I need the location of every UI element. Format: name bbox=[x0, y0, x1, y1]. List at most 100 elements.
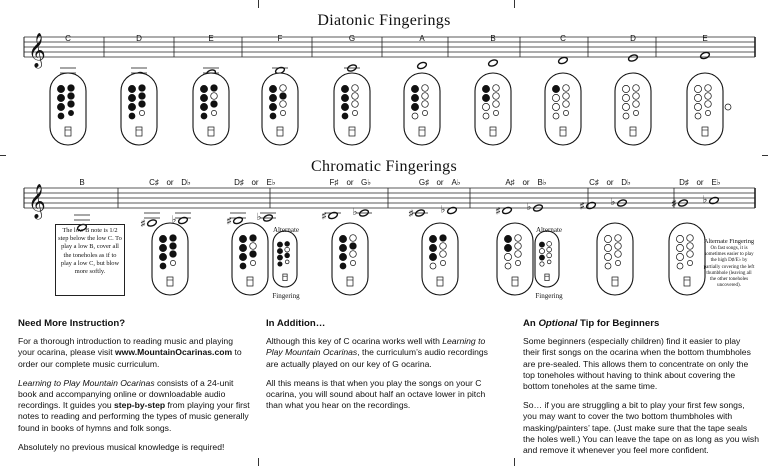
diatonic-ocarina-hole bbox=[57, 94, 65, 102]
diatonic-ocarina-hole bbox=[622, 103, 630, 111]
chromatic-ocarina-hole bbox=[615, 260, 621, 266]
diatonic-ocarina-hole bbox=[562, 84, 570, 92]
chromatic-note-label-or: or bbox=[606, 178, 613, 187]
tip-para-1: Some beginners (especially children) fin… bbox=[523, 336, 751, 392]
alternate-label-2: Alternate bbox=[535, 226, 563, 234]
chromatic-ocarina-hole bbox=[429, 262, 437, 270]
chromatic-treble-clef: 𝄞 bbox=[28, 184, 46, 220]
chromatic-ocarina-hole bbox=[429, 235, 437, 243]
chromatic-ocarina-hole bbox=[429, 244, 437, 252]
tip-section: An Optional Tip for Beginners Some begin… bbox=[523, 318, 759, 464]
instruction-para-1: For a thorough introduction to reading m… bbox=[18, 336, 242, 369]
alternate-fingering-title: Alternate Fingering bbox=[703, 238, 755, 245]
diatonic-ocarina-hole bbox=[341, 85, 349, 93]
chromatic-note bbox=[616, 199, 628, 207]
diatonic-ocarina-hole bbox=[352, 110, 358, 116]
diatonic-ocarina-hole bbox=[482, 112, 490, 120]
chromatic-ocarina-hole bbox=[687, 260, 693, 266]
diatonic-ocarina-hole bbox=[482, 103, 490, 111]
diatonic-ocarina-mouthpiece bbox=[135, 126, 143, 137]
chromatic-ocarina-hole bbox=[614, 242, 622, 250]
diatonic-ocarina-hole bbox=[411, 85, 419, 93]
low-b-note-box: The low B note is 1/2 step below the low… bbox=[55, 224, 125, 296]
chromatic-ocarina-mouthpiece bbox=[436, 276, 444, 287]
chromatic-ocarina-hole bbox=[686, 250, 694, 258]
chromatic-ocarina-hole bbox=[539, 261, 545, 267]
chromatic-ocarina-mouthpiece bbox=[611, 276, 619, 287]
diatonic-ocarina-hole bbox=[622, 112, 630, 120]
addition-para-2: All this means is that when you play the… bbox=[266, 377, 486, 411]
chromatic-ocarina-hole bbox=[429, 253, 437, 261]
chromatic-ocarina-hole bbox=[604, 244, 612, 252]
diatonic-ocarina-hole bbox=[128, 103, 136, 111]
diatonic-ocarina-hole bbox=[57, 112, 65, 120]
diatonic-ocarina-hole bbox=[341, 103, 349, 111]
diatonic-note bbox=[557, 56, 569, 65]
diatonic-note bbox=[346, 64, 358, 72]
diatonic-ocarina-hole bbox=[279, 100, 287, 108]
instruction-para-3: Absolutely no previous musical knowledge… bbox=[18, 441, 225, 452]
chromatic-ocarina-hole bbox=[546, 246, 552, 253]
chromatic-ocarina-hole bbox=[284, 252, 290, 259]
chromatic-ocarina-hole bbox=[284, 259, 290, 265]
fingering-label-1: Fingering bbox=[272, 292, 300, 300]
flat-symbol: ♭ bbox=[353, 207, 358, 218]
chromatic-note bbox=[585, 201, 597, 210]
chromatic-ocarina-hole bbox=[514, 234, 522, 242]
diatonic-ocarina-hole bbox=[211, 110, 217, 116]
addition-heading: In Addition… bbox=[266, 318, 326, 329]
chromatic-note bbox=[677, 199, 689, 207]
chromatic-note-label-or: or bbox=[696, 178, 703, 187]
diatonic-ocarina-hole bbox=[279, 84, 287, 92]
sharp-symbol: ♯ bbox=[227, 216, 232, 226]
chromatic-note-label: A♯ bbox=[505, 178, 514, 187]
diatonic-ocarina-hole bbox=[411, 103, 419, 111]
addition-section: In Addition… Although this key of C ocar… bbox=[266, 318, 490, 419]
chromatic-ocarina-hole bbox=[614, 250, 622, 258]
chromatic-note-label: G♯ bbox=[419, 178, 429, 187]
website-link[interactable]: www.MountainOcarinas.com bbox=[114, 347, 233, 358]
crop-mark bbox=[0, 155, 6, 156]
chromatic-ocarina-hole bbox=[676, 244, 684, 252]
chromatic-ocarina-hole bbox=[350, 260, 356, 266]
chromatic-ocarina-hole bbox=[546, 241, 552, 247]
chromatic-ocarina-hole bbox=[284, 241, 290, 247]
chromatic-ocarina-hole bbox=[339, 235, 347, 243]
chromatic-ocarina-hole bbox=[539, 254, 545, 261]
flat-symbol: ♭ bbox=[703, 195, 708, 206]
diatonic-ocarina-mouthpiece bbox=[489, 126, 497, 137]
chromatic-ocarina-hole bbox=[349, 250, 357, 258]
diatonic-ocarina-hole bbox=[421, 92, 429, 100]
chromatic-ocarina-hole bbox=[239, 262, 247, 270]
tip-para-2: So… if you are struggling a bit to play … bbox=[523, 400, 760, 456]
fingering-label-2: Fingering bbox=[535, 292, 563, 300]
instruction-heading: Need More Instruction? bbox=[18, 318, 126, 329]
diatonic-ocarina-hole bbox=[704, 84, 712, 92]
chromatic-note bbox=[358, 209, 370, 217]
sharp-symbol: ♯ bbox=[580, 201, 585, 211]
chromatic-ocarina-hole bbox=[249, 250, 257, 258]
chromatic-note-label-or: or bbox=[166, 178, 173, 187]
chromatic-ocarina-hole bbox=[504, 235, 512, 243]
diatonic-ocarina-hole bbox=[57, 103, 65, 111]
chromatic-note bbox=[414, 209, 426, 217]
chromatic-note-label: E♭ bbox=[711, 178, 720, 187]
chromatic-ocarina-hole bbox=[170, 260, 176, 266]
instruction-para-2: Learning to Play Mountain Ocarinas consi… bbox=[18, 377, 250, 433]
tip-heading: An Optional Tip for Beginners bbox=[523, 318, 660, 329]
chromatic-ocarina-hole bbox=[277, 248, 283, 255]
chromatic-ocarina-mouthpiece bbox=[166, 276, 174, 287]
diatonic-ocarina-hole bbox=[67, 92, 75, 100]
crop-mark bbox=[258, 0, 259, 8]
alternate-label-1: Alternate bbox=[272, 226, 300, 234]
chromatic-ocarina-hole bbox=[439, 242, 447, 250]
diatonic-ocarina-hole bbox=[421, 100, 429, 108]
crop-mark bbox=[258, 458, 259, 466]
crop-mark bbox=[514, 0, 515, 8]
diatonic-ocarina-hole bbox=[482, 85, 490, 93]
diatonic-ocarina-hole bbox=[704, 92, 712, 100]
chromatic-ocarina-hole bbox=[249, 234, 257, 242]
diatonic-ocarina-hole bbox=[492, 84, 500, 92]
diatonic-ocarina-hole bbox=[128, 85, 136, 93]
